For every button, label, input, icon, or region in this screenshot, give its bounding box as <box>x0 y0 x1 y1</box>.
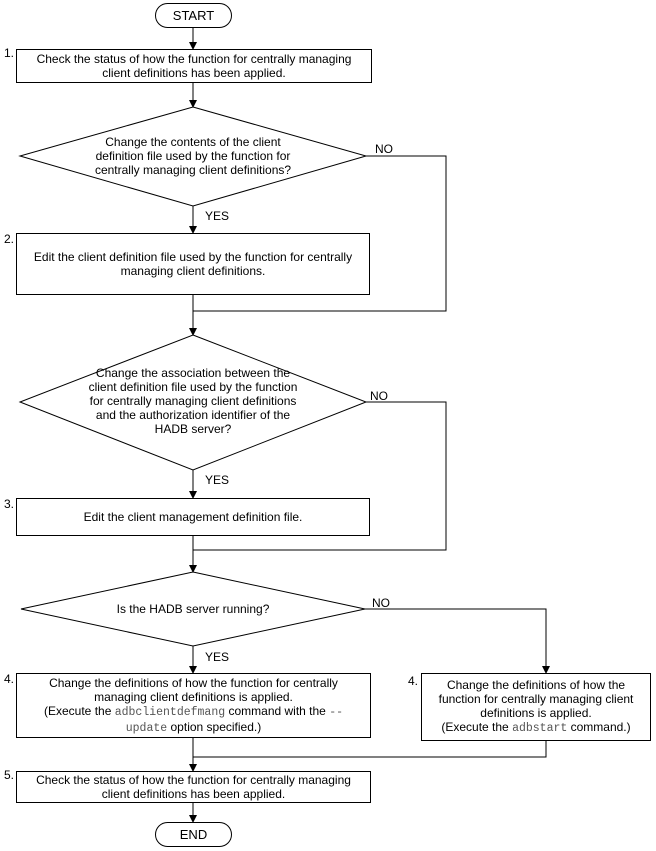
decision2-yes-label: YES <box>205 473 230 487</box>
connector-decision2-no <box>193 401 447 551</box>
start-label: START <box>172 8 215 23</box>
decision2-line2: client definition file used by the funct… <box>88 380 298 394</box>
step4a-line4: update option specified.) <box>44 720 343 736</box>
decision2-text: Change the association between the clien… <box>60 366 326 436</box>
step1-text-line1: Check the status of how the function for… <box>36 52 352 66</box>
step4a-option: update <box>125 721 168 735</box>
step4b-number: 4. <box>408 674 419 688</box>
step4a-line1: Change the definitions of how the functi… <box>49 675 338 690</box>
step4a-line3: (Execute the adbclientdefmang command wi… <box>44 704 343 720</box>
decision2-line3: for centrally managing client definition… <box>89 394 297 408</box>
step5-number: 5. <box>4 768 15 782</box>
start-terminal: START <box>155 3 232 28</box>
step5-text-line1: Check the status of how the function for… <box>36 773 351 787</box>
decision1-diamond <box>18 106 368 207</box>
decision2-line1: Change the association between the <box>95 366 291 380</box>
step4b-line3: definitions is applied. <box>480 706 592 720</box>
step4b-box: Change the definitions of how the functi… <box>421 673 651 741</box>
step4a-line2: managing client definitions is applied. <box>94 689 293 704</box>
step5-text-line2: client definitions has been applied. <box>101 787 286 801</box>
step4a-box: Change the definitions of how the functi… <box>16 673 371 738</box>
step2-box: Edit the client definition file used by … <box>16 233 370 295</box>
decision1-no-label: NO <box>375 142 393 156</box>
decision1-line2: definition file used by the function for <box>95 149 291 163</box>
step4b-post: command.) <box>567 720 631 734</box>
step1-text-line2: client definitions has been applied. <box>102 66 286 80</box>
decision3-yes-label: YES <box>205 650 230 664</box>
decision2-no-label: NO <box>370 389 388 403</box>
step2-number: 2. <box>4 232 15 246</box>
decision1-line1: Change the contents of the client <box>105 135 281 149</box>
step4b-line4: (Execute the adbstart command.) <box>439 720 634 736</box>
step4b-line2: function for centrally managing client <box>438 692 634 706</box>
step4a-number: 4. <box>4 672 15 686</box>
decision3-line1: Is the HADB server running? <box>116 602 270 616</box>
step1-number: 1. <box>4 46 15 60</box>
step4a-command: adbclientdefmang <box>114 705 226 719</box>
end-terminal: END <box>155 822 232 847</box>
decision1-line3: centrally managing client definitions? <box>94 163 292 177</box>
step4a-option-dash: -- <box>329 705 343 719</box>
step1-box: Check the status of how the function for… <box>16 49 372 83</box>
step3-box: Edit the client management definition fi… <box>16 498 370 536</box>
connector-decision1-no <box>193 155 447 312</box>
connector-decision3-no <box>365 608 550 674</box>
connector-step4b-merge <box>193 741 547 758</box>
step3-text: Edit the client management definition fi… <box>83 510 303 524</box>
decision2-line4: and the authorization identifier of the <box>95 408 291 422</box>
step4b-pre: (Execute the <box>441 720 513 734</box>
decision3-no-label: NO <box>372 596 390 610</box>
step4a-mid: command with the <box>225 703 330 718</box>
step2-text-line2: managing client definitions. <box>120 264 266 278</box>
step4b-command: adbstart <box>512 722 568 735</box>
decision3-text: Is the HADB server running? <box>60 602 326 616</box>
decision2-diamond <box>18 334 368 471</box>
step2-text-line1: Edit the client definition file used by … <box>33 250 353 264</box>
end-label: END <box>179 827 208 842</box>
step4b-line1: Change the definitions of how the <box>446 678 626 692</box>
decision2-line5: HADB server? <box>154 422 232 436</box>
decision1-text: Change the contents of the client defini… <box>60 135 326 177</box>
decision3-diamond <box>20 571 366 647</box>
step4a-post: option specified.) <box>167 719 262 734</box>
step3-number: 3. <box>4 497 15 511</box>
step5-box: Check the status of how the function for… <box>16 771 371 803</box>
decision1-yes-label: YES <box>205 209 230 223</box>
step4a-pre: (Execute the <box>44 703 115 718</box>
